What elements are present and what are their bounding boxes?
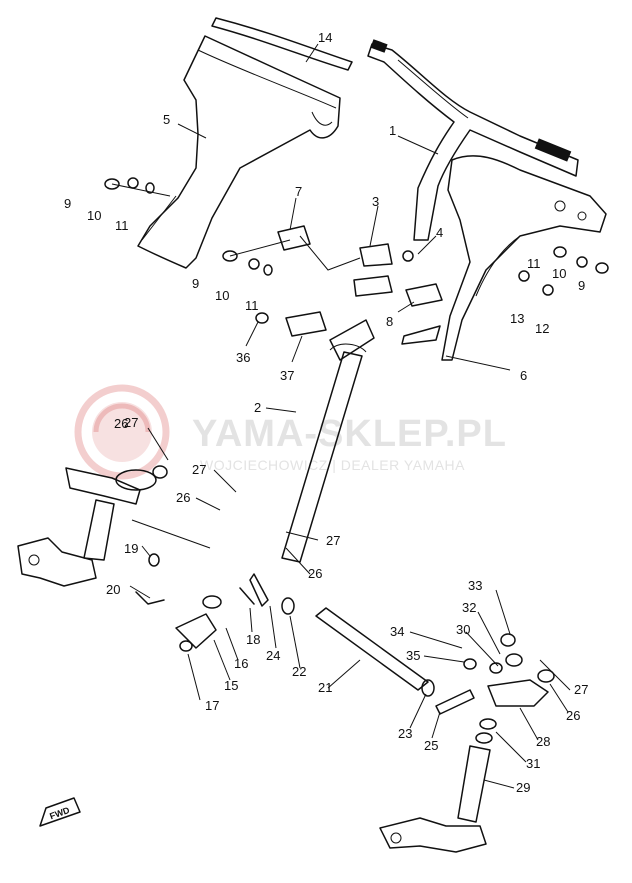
callout-14: 14 <box>318 30 332 45</box>
fwd-arrow: FWD <box>39 797 81 827</box>
watermark-title: YAMA-SKLEP.PL <box>192 413 507 455</box>
callout-10a: 10 <box>87 208 101 223</box>
leader-lines <box>129 43 571 789</box>
callout-6: 6 <box>520 368 527 383</box>
callout-27b: 27 <box>192 462 206 477</box>
part-right-cover <box>401 155 607 361</box>
callout-3: 3 <box>372 194 379 209</box>
callout-7: 7 <box>295 184 302 199</box>
callout-11a: 11 <box>115 218 129 233</box>
callout-21: 21 <box>318 680 332 695</box>
callout-32: 32 <box>462 600 476 615</box>
callout-18: 18 <box>246 632 260 647</box>
callout-11c: 11 <box>527 256 541 271</box>
part-small-links <box>135 553 475 715</box>
part-handlebar <box>367 39 579 241</box>
callout-27a: 27 <box>124 415 138 430</box>
part-left-cover <box>137 35 341 269</box>
callout-4: 4 <box>436 225 443 240</box>
callout-27c: 27 <box>326 533 340 548</box>
callout-34: 34 <box>390 624 404 639</box>
callout-17: 17 <box>205 698 219 713</box>
callout-16: 16 <box>234 656 248 671</box>
part-top-strip <box>211 17 353 71</box>
callout-27d: 27 <box>574 682 588 697</box>
callout-29: 29 <box>516 780 530 795</box>
callout-9a: 9 <box>64 196 71 211</box>
callout-2: 2 <box>254 400 261 415</box>
callout-1: 1 <box>389 123 396 138</box>
callout-25: 25 <box>424 738 438 753</box>
callout-12: 12 <box>535 321 549 336</box>
callout-20: 20 <box>106 582 120 597</box>
watermark-subtitle: WOJCIECHOWICZ | DEALER YAMAHA <box>200 457 465 473</box>
callout-36: 36 <box>236 350 250 365</box>
callout-26b: 26 <box>176 490 190 505</box>
part-left-knuckle <box>17 465 211 587</box>
callout-5: 5 <box>163 112 170 127</box>
callout-15: 15 <box>224 678 238 693</box>
callout-26c: 26 <box>308 566 322 581</box>
callout-13: 13 <box>510 311 524 326</box>
callout-24: 24 <box>266 648 280 663</box>
callout-26d: 26 <box>566 708 580 723</box>
callout-9c: 9 <box>578 278 585 293</box>
callout-11b: 11 <box>245 298 259 313</box>
watermark-logo <box>74 384 170 480</box>
callout-10c: 10 <box>552 266 566 281</box>
callout-labels: 1 2 3 4 5 6 7 8 9 10 11 9 10 11 11 10 9 … <box>64 30 588 795</box>
callout-8: 8 <box>386 314 393 329</box>
callout-26a: 26 <box>114 416 128 431</box>
watermark: YAMA-SKLEP.PL WOJCIECHOWICZ | DEALER YAM… <box>74 384 507 480</box>
callout-30: 30 <box>456 622 470 637</box>
callout-10b: 10 <box>215 288 229 303</box>
part-drag-link <box>281 597 435 697</box>
callout-31: 31 <box>526 756 540 771</box>
callout-33: 33 <box>468 578 482 593</box>
part-fasteners <box>104 177 609 324</box>
callout-28: 28 <box>536 734 550 749</box>
part-clamps <box>277 225 443 337</box>
callout-9b: 9 <box>192 276 199 291</box>
callout-37: 37 <box>280 368 294 383</box>
part-column-shaft <box>281 319 375 563</box>
callout-35: 35 <box>406 648 420 663</box>
callout-19: 19 <box>124 541 138 556</box>
part-right-knuckle <box>379 633 555 853</box>
callout-22: 22 <box>292 664 306 679</box>
callout-23: 23 <box>398 726 412 741</box>
